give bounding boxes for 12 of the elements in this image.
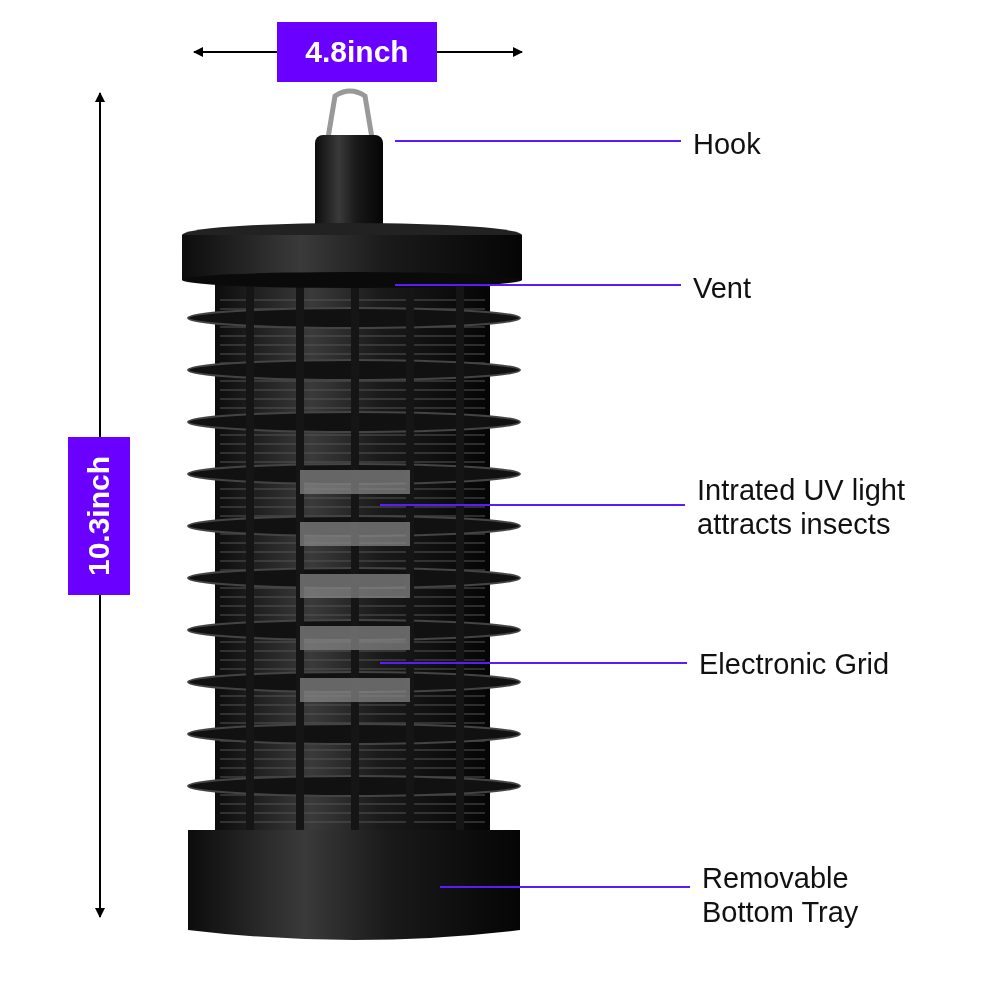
callout-label: Hook xyxy=(693,127,761,161)
callout-label: Electronic Grid xyxy=(699,647,890,681)
callout-label: Removable Bottom Tray xyxy=(702,861,902,929)
dimension-label: 10.3inch xyxy=(68,437,130,595)
leader-line xyxy=(394,284,682,286)
leader-line xyxy=(394,140,682,142)
leader-line xyxy=(379,662,688,664)
dimension-label: 4.8inch xyxy=(277,22,437,82)
leader-line xyxy=(379,504,686,506)
leader-line xyxy=(439,886,691,888)
callout-label: Intrated UV light attracts insects xyxy=(697,473,972,541)
callout-label: Vent xyxy=(693,271,752,305)
